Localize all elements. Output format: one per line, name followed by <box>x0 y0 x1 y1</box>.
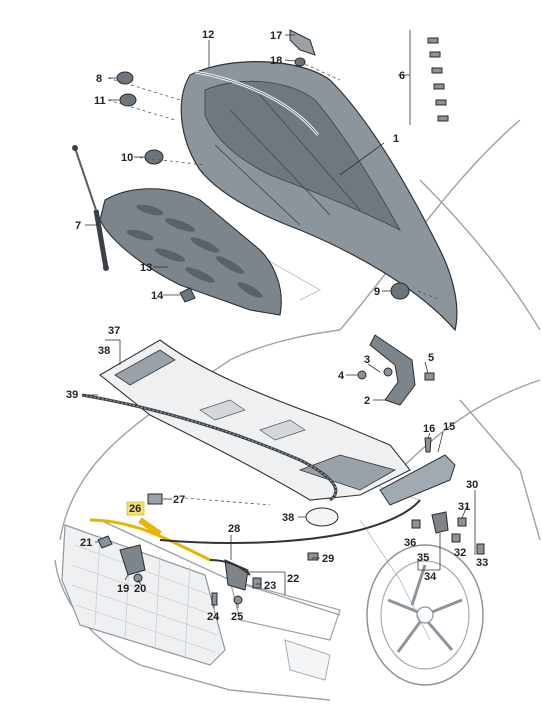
callout-30: 30 <box>466 479 478 491</box>
callout-26: 26 <box>129 503 141 515</box>
small-parts <box>97 29 485 606</box>
callout-26-highlight <box>126 501 145 516</box>
callout-13: 13 <box>140 262 152 274</box>
callout-23: 23 <box>264 580 276 592</box>
seal-strip-39 <box>81 393 338 502</box>
callout-24: 24 <box>207 611 220 623</box>
callout-16: 16 <box>423 423 435 435</box>
callout-10: 10 <box>121 152 133 164</box>
callout-33: 33 <box>476 557 488 569</box>
front-wheel <box>366 544 484 686</box>
callout-17: 17 <box>270 30 282 42</box>
callout-27: 27 <box>173 494 185 506</box>
release-cable-28 <box>159 499 421 544</box>
callout-20: 20 <box>134 583 146 595</box>
callout-28: 28 <box>228 523 240 535</box>
callout-36: 36 <box>404 537 416 549</box>
callout-5: 5 <box>428 352 434 364</box>
callout-34: 34 <box>424 571 437 583</box>
callout-29: 29 <box>322 553 334 565</box>
callout-4: 4 <box>338 370 345 382</box>
callout-labels: 12 1 17 18 6 8 11 10 7 13 14 9 3 4 5 2 3… <box>66 29 488 623</box>
callout-38-grommet: 38 <box>282 512 294 524</box>
air-intake <box>284 639 331 681</box>
callout-9: 9 <box>374 286 380 298</box>
callout-6: 6 <box>399 70 405 82</box>
callout-18: 18 <box>270 55 282 67</box>
callout-21: 21 <box>80 537 92 549</box>
headlight <box>229 579 341 641</box>
dashed-reference-lines <box>107 61 441 506</box>
callout-25: 25 <box>231 611 243 623</box>
callout-2: 2 <box>364 395 370 407</box>
callout-38-cowl: 38 <box>98 345 110 357</box>
car-body-outline <box>54 119 541 701</box>
cowl-panel <box>99 339 411 501</box>
callout-19: 19 <box>117 583 129 595</box>
side-cover-15 <box>379 454 456 506</box>
callout-15: 15 <box>443 421 455 433</box>
callout-12: 12 <box>202 29 214 41</box>
callout-32: 32 <box>454 547 466 559</box>
callout-3: 3 <box>364 354 370 366</box>
callout-7: 7 <box>75 220 81 232</box>
callout-22: 22 <box>287 573 299 585</box>
callout-35: 35 <box>417 552 429 564</box>
front-grille <box>61 524 226 666</box>
release-cable-highlighted <box>89 517 211 562</box>
callout-11: 11 <box>94 95 106 107</box>
callout-31: 31 <box>458 501 470 513</box>
hood-insulation-liner <box>99 188 282 316</box>
callout-1: 1 <box>393 133 399 145</box>
callout-39: 39 <box>66 389 78 401</box>
callout-37: 37 <box>108 325 120 337</box>
gas-strut <box>72 145 109 271</box>
callout-8: 8 <box>96 73 102 85</box>
hood-panel <box>180 61 458 332</box>
leader-lines <box>82 30 476 608</box>
callout-14: 14 <box>151 290 164 302</box>
